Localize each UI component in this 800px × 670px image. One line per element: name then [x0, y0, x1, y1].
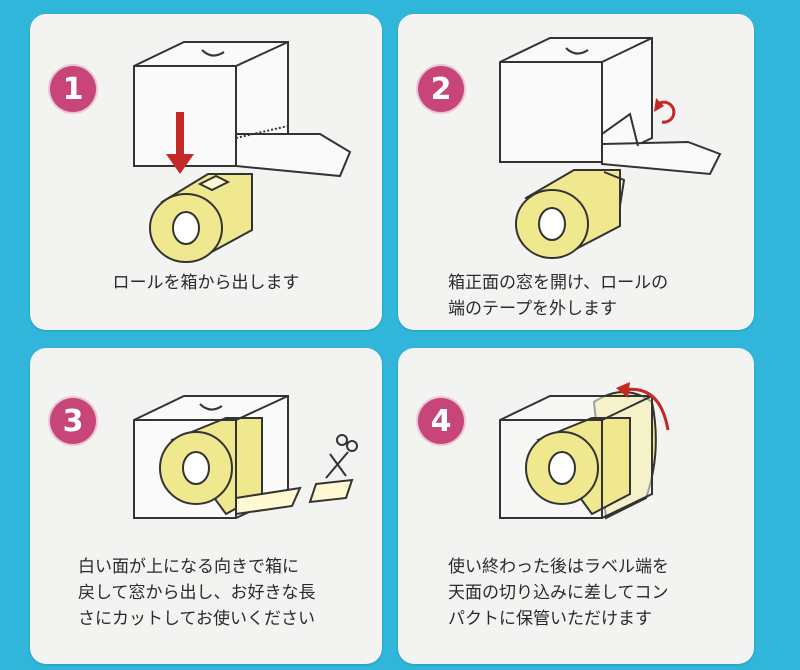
- step-panel-1: 1 ロールを箱から出します: [30, 14, 382, 330]
- step-number-badge: 4: [418, 398, 464, 444]
- step-caption: ロールを箱から出します: [112, 273, 300, 293]
- step-number-badge: 3: [50, 398, 96, 444]
- step-panel-3: 3 白い面が上になる向きで箱に 戻して窓から出し、お好きな長 さにカットしてお: [30, 348, 382, 664]
- step1-illustration: [133, 41, 352, 263]
- step4-illustration: [499, 382, 670, 520]
- rotate-arrow-icon: [654, 98, 676, 124]
- tape-roll-icon: [515, 169, 626, 259]
- step3-illustration: [133, 395, 358, 519]
- step-panel-2: 2 箱正面の窓を開け、ロールの 端のテープを外します: [398, 14, 754, 330]
- step-caption: 白い面が上になる向きで箱に 戻して窓から出し、お好きな長 さにカットしてお使いく…: [78, 557, 316, 629]
- step-caption: 使い終わった後はラベル端を 天面の切り込みに差してコン パクトに保管いただけます: [448, 557, 669, 629]
- box-with-roll-icon: [499, 391, 657, 520]
- step-caption: 箱正面の窓を開け、ロールの 端のテープを外します: [448, 273, 669, 319]
- box-icon: [499, 37, 722, 176]
- step-panel-4: 4 使い終わった後はラベル端を 天面の切り込みに差してコン パクトに保管いただけ…: [398, 348, 754, 664]
- box-with-roll-icon: [133, 395, 354, 519]
- box-icon: [133, 41, 352, 178]
- step2-illustration: [499, 37, 722, 259]
- step-number-badge: 2: [418, 66, 464, 112]
- scissors-icon: [325, 434, 358, 479]
- tape-roll-icon: [149, 173, 253, 263]
- step-number-badge: 1: [50, 66, 96, 112]
- curved-arrow-icon: [616, 382, 670, 431]
- down-arrow-icon: [166, 112, 194, 174]
